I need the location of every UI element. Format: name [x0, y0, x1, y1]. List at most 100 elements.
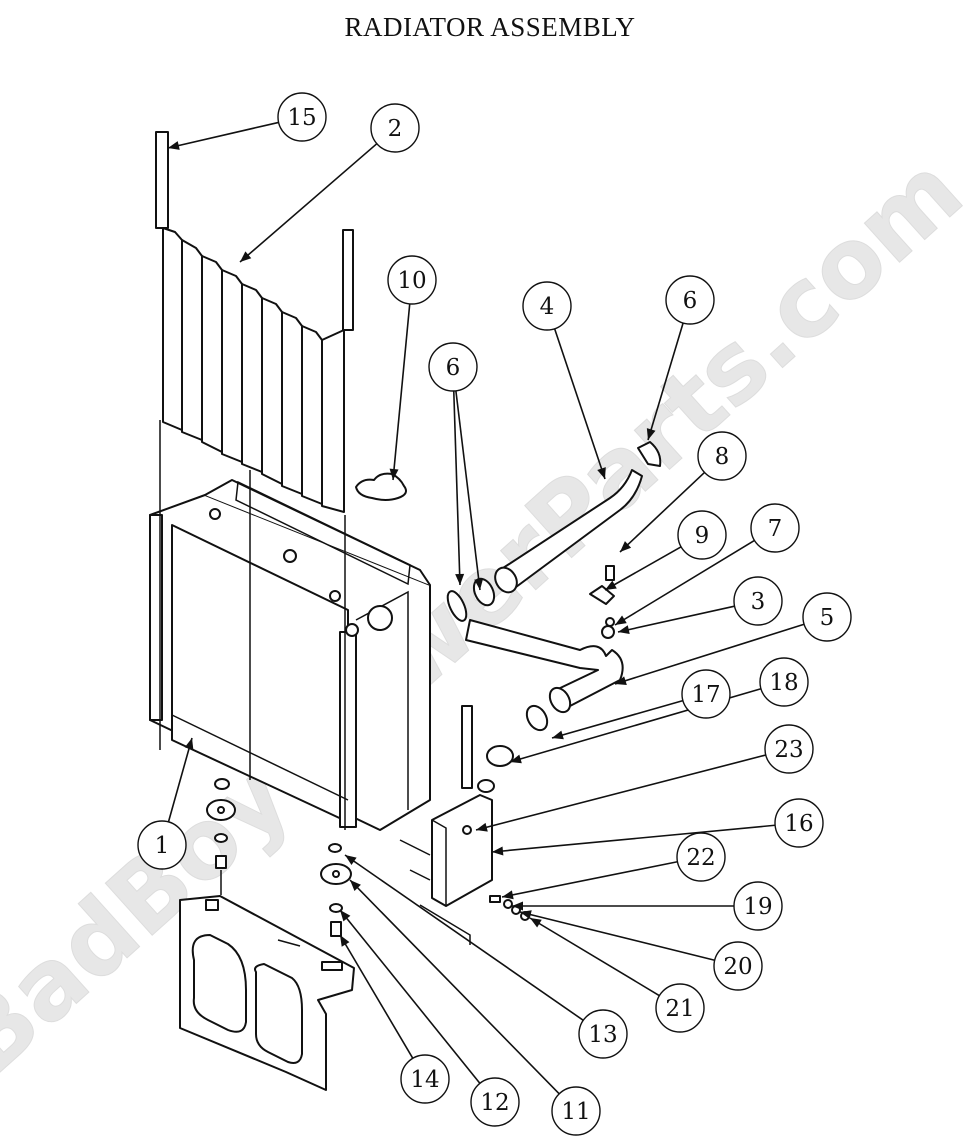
- arrowhead-c22: [502, 890, 514, 900]
- arrowhead-c12: [340, 910, 351, 922]
- callout-label-c5: 5: [820, 605, 835, 631]
- callout-circle-c11: [551, 1086, 601, 1136]
- callout-c6a: 6: [665, 275, 715, 325]
- callout-c16: 16: [774, 798, 824, 848]
- callout-circle-c14: [400, 1054, 450, 1104]
- part-8-bolt: [605, 565, 615, 581]
- arrowhead-c6a: [646, 428, 656, 440]
- arrowhead-c9: [605, 580, 617, 590]
- leader-c17: [551, 699, 684, 739]
- part-3-nut: [601, 625, 615, 639]
- callout-label-c6a: 6: [683, 288, 698, 314]
- callout-label-c8: 8: [715, 444, 730, 470]
- part-5-lower-hose: [465, 619, 624, 732]
- callout-c2: 2: [370, 103, 420, 153]
- arrowhead-c4: [597, 467, 606, 479]
- callout-c10: 10: [387, 255, 437, 305]
- part-1-radiator: [149, 420, 431, 831]
- leader-c12: [339, 909, 481, 1084]
- callout-label-c6b: 6: [446, 355, 461, 381]
- callout-label-c1: 1: [155, 833, 170, 859]
- part-6-hose-clamp-upper: [637, 441, 662, 467]
- arrowhead-c13: [345, 855, 357, 865]
- arrowhead-c7: [615, 615, 627, 625]
- part-16-reservoir: [399, 779, 495, 945]
- callout-c14: 14: [400, 1054, 450, 1104]
- callout-label-c23: 23: [774, 737, 803, 763]
- leader-c23: [475, 754, 766, 831]
- callout-circle-c8: [697, 431, 747, 481]
- callout-label-c20: 20: [723, 954, 752, 980]
- callout-label-c9: 9: [695, 523, 710, 549]
- leader-c3: [617, 605, 735, 633]
- arrowhead-c14: [340, 935, 350, 947]
- callout-circle-c4: [522, 281, 572, 331]
- arrowhead-c17: [552, 730, 564, 740]
- part-17-overflow-tube: [461, 705, 473, 789]
- callout-circle-c15: [277, 92, 327, 142]
- leader-c20: [519, 911, 715, 962]
- callout-circle-c7: [750, 503, 800, 553]
- callout-label-c13: 13: [588, 1022, 617, 1048]
- callout-label-c7: 7: [768, 516, 783, 542]
- callout-c1: 1: [137, 820, 187, 870]
- callout-circle-c22: [676, 832, 726, 882]
- part-22-screw: [489, 895, 501, 903]
- arrowhead-c23: [476, 822, 488, 832]
- callout-c15: 15: [277, 92, 327, 142]
- callout-label-c11: 11: [561, 1099, 590, 1125]
- arrowhead-c5: [615, 676, 627, 685]
- leader-c7: [614, 539, 755, 626]
- callout-c12: 12: [470, 1077, 520, 1127]
- leader-c21: [529, 917, 660, 997]
- callout-c23: 23: [764, 724, 814, 774]
- leader-lines: [167, 121, 805, 1095]
- leader-c6b: [455, 390, 481, 591]
- callout-circle-c17: [681, 669, 731, 719]
- callout-c4: 4: [522, 281, 572, 331]
- part-7-washer: [605, 617, 615, 627]
- callout-label-c14: 14: [410, 1067, 439, 1093]
- callout-c17: 17: [681, 669, 731, 719]
- callout-label-c17: 17: [691, 682, 720, 708]
- callout-circle-c19: [733, 881, 783, 931]
- callout-c19: 19: [733, 881, 783, 931]
- part-13-grommet: [328, 843, 342, 853]
- callout-c11: 11: [551, 1086, 601, 1136]
- callout-label-c22: 22: [686, 845, 715, 871]
- part-10-radiator-cap: [355, 472, 407, 501]
- part-15-side-bar: [155, 131, 354, 331]
- arrowhead-c16: [492, 846, 504, 856]
- callout-label-c19: 19: [743, 894, 772, 920]
- part-4-upper-hose: [494, 469, 643, 594]
- callout-label-c4: 4: [540, 294, 555, 320]
- part-18-reservoir-cap: [486, 745, 514, 767]
- part-2-fin-screen: [162, 227, 345, 513]
- leader-c6a: [647, 322, 684, 441]
- callout-circle-c23: [764, 724, 814, 774]
- leader-c10: [392, 303, 411, 481]
- leader-c16: [491, 824, 776, 853]
- callout-label-c21: 21: [665, 996, 694, 1022]
- part-9-bracket: [589, 585, 615, 605]
- leader-c1: [167, 737, 193, 823]
- callout-circle-c12: [470, 1077, 520, 1127]
- callout-circle-c5: [802, 592, 852, 642]
- leader-c4: [553, 328, 606, 480]
- callout-circle-c13: [578, 1009, 628, 1059]
- callout-label-c12: 12: [480, 1090, 509, 1116]
- left-mount-hardware: [206, 778, 236, 895]
- callout-c18: 18: [759, 657, 809, 707]
- leader-c14: [339, 934, 414, 1059]
- leader-c2: [239, 143, 378, 263]
- callout-c13: 13: [578, 1009, 628, 1059]
- callout-c3: 3: [733, 576, 783, 626]
- leader-c6c: [452, 390, 461, 586]
- arrowhead-c21: [530, 918, 542, 928]
- page-title: RADIATOR ASSEMBLY: [344, 12, 636, 42]
- leader-c15: [167, 121, 279, 149]
- callout-circle-c6b: [428, 342, 478, 392]
- callout-c9: 9: [677, 510, 727, 560]
- arrowhead-c20: [520, 910, 532, 920]
- callout-c8: 8: [697, 431, 747, 481]
